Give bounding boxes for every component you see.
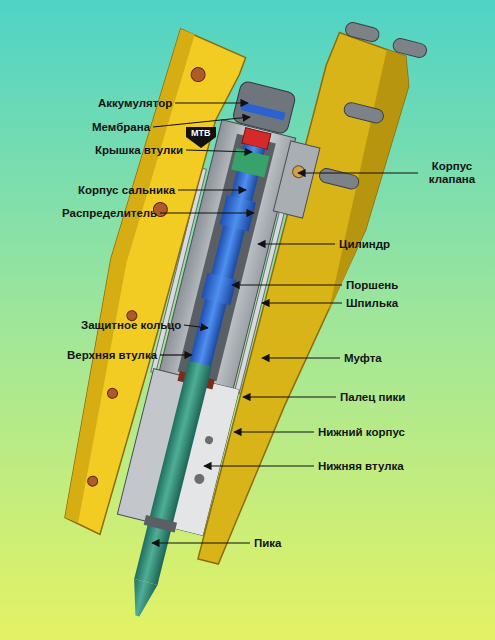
coupling-bolt — [204, 435, 214, 445]
brand-badge — [186, 127, 216, 148]
leader-lines — [152, 103, 418, 543]
side-plate — [46, 26, 249, 541]
mounting-pins — [308, 21, 429, 199]
part-label: Палец пики — [340, 391, 405, 404]
part-label: Распределитель — [62, 207, 157, 220]
part-label: Крышка втулки — [95, 144, 183, 157]
plate-shade — [47, 26, 200, 523]
part-label: Верхняя втулка — [67, 349, 157, 362]
pin-head — [193, 473, 205, 485]
part-label: Нижний корпус — [318, 426, 405, 439]
brand-mark: MTB — [191, 127, 211, 140]
part-label: Пика — [254, 537, 282, 550]
part-label: Корпус сальника — [78, 184, 175, 197]
part-label: Поршень — [346, 279, 398, 292]
part-label: Нижняя втулка — [318, 460, 404, 473]
valve-body — [273, 141, 320, 218]
part-label: Мембрана — [92, 121, 150, 134]
part-label: Шпилька — [346, 297, 398, 310]
part-label: Защитное кольцо — [81, 319, 181, 332]
part-label: Муфта — [344, 352, 382, 365]
part-label: Аккумулятор — [98, 97, 172, 110]
pike-tip — [126, 579, 158, 619]
piston-collar — [201, 273, 236, 305]
pike — [134, 361, 212, 585]
part-label: Цилиндр — [339, 238, 390, 251]
valve-fitting — [291, 165, 306, 180]
breaker — [29, 0, 429, 640]
lower-bushing — [144, 515, 177, 532]
part-label: Корпус клапана — [417, 160, 487, 186]
